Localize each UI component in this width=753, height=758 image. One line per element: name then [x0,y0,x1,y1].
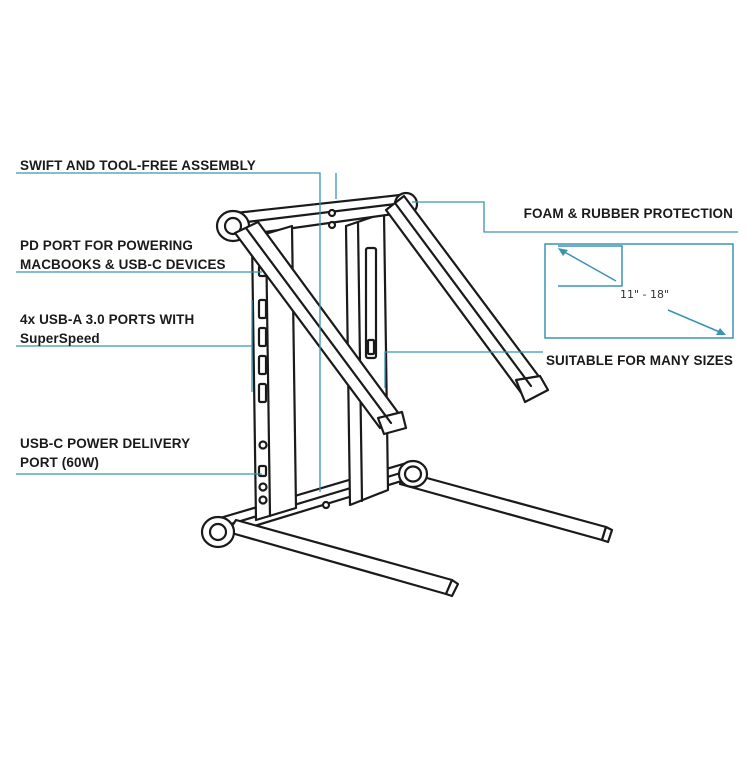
assembly-leader [16,172,321,492]
sizes-callout: SUITABLE FOR MANY SIZES [546,351,733,370]
pd-port-line-1: PD PORT FOR POWERING [20,238,194,253]
usb-c-callout: USB-C POWER DELIVERY PORT (60W) [20,434,190,472]
usb-a-line-2: SuperSpeed [20,331,100,346]
usb-c-line-2: PORT (60W) [20,455,100,470]
size-range-box [544,243,734,339]
left-arm [233,220,408,436]
pd-port-callout: PD PORT FOR POWERING MACBOOKS & USB-C DE… [20,236,226,274]
assembly-callout: SWIFT AND TOOL-FREE ASSEMBLY [20,156,256,175]
pd-port-line-2: MACBOOKS & USB-C DEVICES [20,257,226,272]
front-foot [200,500,460,598]
foam-callout-text: FOAM & RUBBER PROTECTION [523,206,733,221]
foam-leader [412,201,738,233]
rear-foot [398,470,614,544]
callout-lines [16,172,738,492]
assembly-callout-text: SWIFT AND TOOL-FREE ASSEMBLY [20,158,256,173]
usb-a-leader [16,300,253,392]
usb-a-callout: 4x USB-A 3.0 PORTS WITH SuperSpeed [20,310,194,348]
foam-callout: FOAM & RUBBER PROTECTION [524,204,733,223]
sizes-callout-text: SUITABLE FOR MANY SIZES [545,353,733,368]
right-arm [384,194,550,404]
size-range-label: 11" - 18" [620,288,670,301]
usb-a-line-1: 4x USB-A 3.0 PORTS WITH [20,312,195,327]
sizes-leader [384,351,543,388]
usb-c-line-1: USB-C POWER DELIVERY [20,436,191,451]
